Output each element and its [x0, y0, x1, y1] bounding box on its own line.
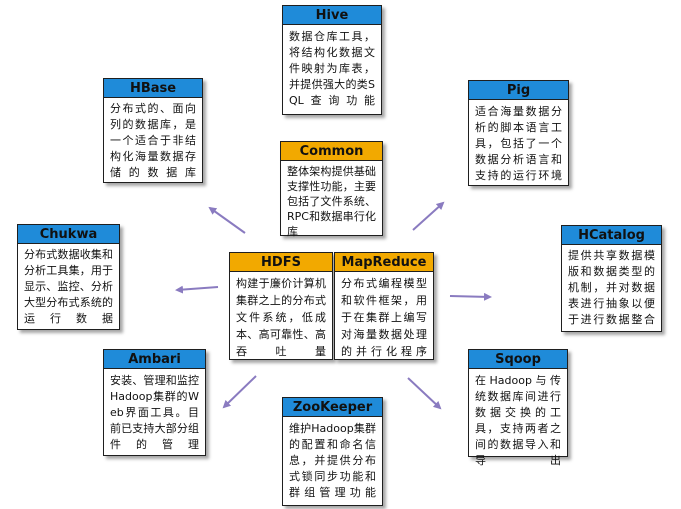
hive-description: 数据仓库工具，将结构化数据文件映射为库表，并提供强大的类SQL查询功能	[289, 30, 375, 107]
chukwa-title: Chukwa	[18, 225, 119, 244]
sqoop-description: 在Hadoop与传统数据库间进行数据交换的工具，支持两者之间的数据导入和导出	[475, 374, 561, 467]
hbase-card: HBase 分布式的、面向列的数据库，是一个适合于非结构化海量数据存储的数据库	[103, 78, 203, 183]
sqoop-card: Sqoop 在Hadoop与传统数据库间进行数据交换的工具，支持两者之间的数据导…	[468, 349, 568, 467]
hive-card: Hive 数据仓库工具，将结构化数据文件映射为库表，并提供强大的类SQL查询功能	[282, 5, 382, 115]
pig-description: 适合海量数据分析的脚本语言工具，包括了一个数据分析语言和支持的运行环境	[475, 105, 562, 182]
pig-title: Pig	[469, 81, 568, 100]
pig-card: Pig 适合海量数据分析的脚本语言工具，包括了一个数据分析语言和支持的运行环境	[468, 80, 569, 186]
hbase-title: HBase	[104, 79, 202, 98]
common-title: Common	[281, 142, 382, 161]
sqoop-title: Sqoop	[469, 350, 567, 369]
mapreduce-description: 分布式编程模型和软件框架，用于在集群上编写对海量数据处理的并行化程序	[341, 277, 427, 358]
arrow-to-chukwa	[175, 285, 219, 294]
common-description: 整体架构提供基础支撑性功能，主要包括了文件系统、RPC和数据串行化库	[287, 165, 376, 238]
hcatalog-card: HCatalog 提供共享数据模版和数据类型的机制，并对数据表进行抽象以便于进行…	[561, 225, 662, 332]
zookeeper-title: ZooKeeper	[283, 398, 382, 417]
arrow-to-hbase	[208, 206, 246, 234]
ambari-title: Ambari	[104, 350, 205, 369]
ambari-card: Ambari 安装、管理和监控Hadoop集群的Web界面工具。目前已支持大部分…	[103, 349, 206, 456]
chukwa-description: 分布式数据收集和分析工具集，用于显示、监控、分析大型分布式系统的运行数据	[24, 248, 113, 325]
arrow-to-sqoop	[407, 377, 442, 410]
hive-title: Hive	[283, 6, 381, 25]
zookeeper-description: 维护Hadoop集群的配置和命名信息，并提供分布式锁同步功能和群组管理功能	[289, 422, 376, 499]
hbase-description: 分布式的、面向列的数据库，是一个适合于非结构化海量数据存储的数据库	[110, 102, 196, 179]
arrow-to-ambari	[222, 375, 257, 409]
mapreduce-card: MapReduce 分布式编程模型和软件框架，用于在集群上编写对海量数据处理的并…	[334, 252, 434, 360]
mapreduce-title: MapReduce	[335, 253, 433, 272]
arrow-to-hcatalog	[449, 292, 492, 301]
hcatalog-description: 提供共享数据模版和数据类型的机制，并对数据表进行抽象以便于进行数据整合	[568, 249, 655, 326]
hdfs-title: HDFS	[230, 253, 332, 272]
zookeeper-card: ZooKeeper 维护Hadoop集群的配置和命名信息，并提供分布式锁同步功能…	[282, 397, 383, 506]
common-card: Common 整体架构提供基础支撑性功能，主要包括了文件系统、RPC和数据串行化…	[280, 141, 383, 238]
ambari-description: 安装、管理和监控Hadoop集群的Web界面工具。目前已支持大部分组件的管理	[110, 374, 199, 451]
arrow-to-pig	[412, 201, 445, 231]
hcatalog-title: HCatalog	[562, 226, 661, 245]
hdfs-description: 构建于廉价计算机集群之上的分布式文件系统，低成本、高可靠性、高吞吐量	[236, 277, 326, 358]
chukwa-card: Chukwa 分布式数据收集和分析工具集，用于显示、监控、分析大型分布式系统的运…	[17, 224, 120, 330]
hdfs-card: HDFS 构建于廉价计算机集群之上的分布式文件系统，低成本、高可靠性、高吞吐量	[229, 252, 333, 360]
